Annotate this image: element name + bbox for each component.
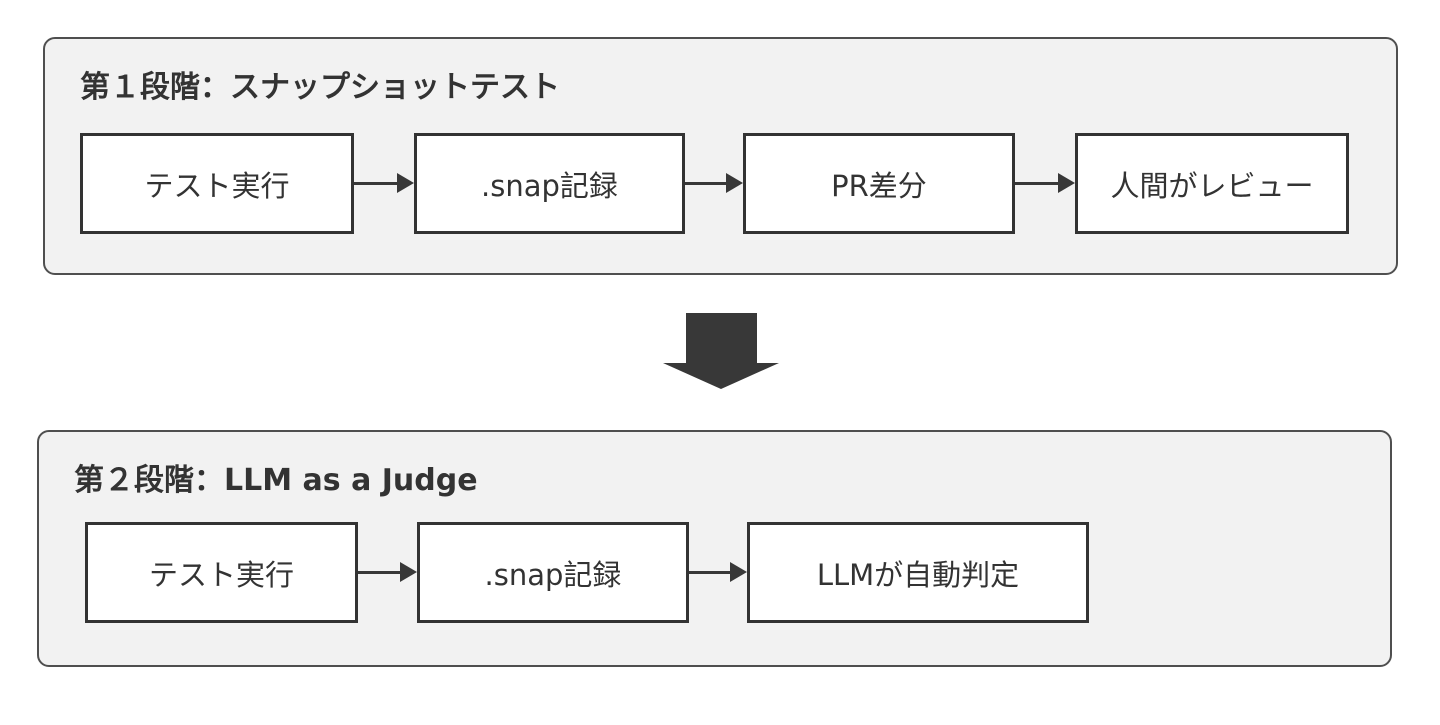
stage2-panel: 第２段階：LLM as a Judge テスト実行 .snap記録 LLMが自動… bbox=[37, 430, 1392, 667]
down-arrow-point bbox=[663, 363, 779, 389]
arrow-right-icon bbox=[354, 173, 414, 193]
arrow-head-icon bbox=[730, 562, 747, 582]
node-label: テスト実行 bbox=[148, 557, 294, 592]
arrow-head-icon bbox=[400, 562, 417, 582]
arrow-head-icon bbox=[1058, 173, 1075, 193]
arrow-head-icon bbox=[726, 173, 743, 193]
arrow-right-icon bbox=[685, 173, 743, 193]
node-label: PR差分 bbox=[831, 168, 927, 203]
stage1-title: 第１段階：スナップショットテスト bbox=[80, 70, 560, 105]
stage2-node-test-run: テスト実行 bbox=[85, 522, 358, 623]
stage1-node-human-review: 人間がレビュー bbox=[1075, 133, 1349, 234]
arrow-line bbox=[1015, 181, 1060, 185]
node-label: .snap記録 bbox=[484, 557, 622, 592]
node-label: 人間がレビュー bbox=[1110, 168, 1314, 203]
arrow-right-icon bbox=[1015, 173, 1075, 193]
node-label: LLMが自動判定 bbox=[816, 557, 1020, 592]
arrow-line bbox=[358, 570, 402, 574]
stage1-panel: 第１段階：スナップショットテスト テスト実行 .snap記録 PR差分 人間がレ… bbox=[43, 37, 1398, 275]
stage1-node-test-run: テスト実行 bbox=[80, 133, 354, 234]
stage1-node-pr-diff: PR差分 bbox=[743, 133, 1015, 234]
arrow-line bbox=[354, 181, 399, 185]
arrow-right-icon bbox=[689, 562, 747, 582]
arrow-line bbox=[685, 181, 728, 185]
arrow-right-icon bbox=[358, 562, 417, 582]
node-label: テスト実行 bbox=[144, 168, 290, 203]
stage2-node-llm-auto-judge: LLMが自動判定 bbox=[747, 522, 1089, 623]
stage2-node-snap-record: .snap記録 bbox=[417, 522, 689, 623]
down-arrow-shaft bbox=[686, 313, 757, 364]
arrow-line bbox=[689, 570, 732, 574]
arrow-head-icon bbox=[397, 173, 414, 193]
stage1-node-snap-record: .snap記録 bbox=[414, 133, 685, 234]
stage2-title: 第２段階：LLM as a Judge bbox=[74, 463, 478, 498]
node-label: .snap記録 bbox=[481, 168, 618, 203]
